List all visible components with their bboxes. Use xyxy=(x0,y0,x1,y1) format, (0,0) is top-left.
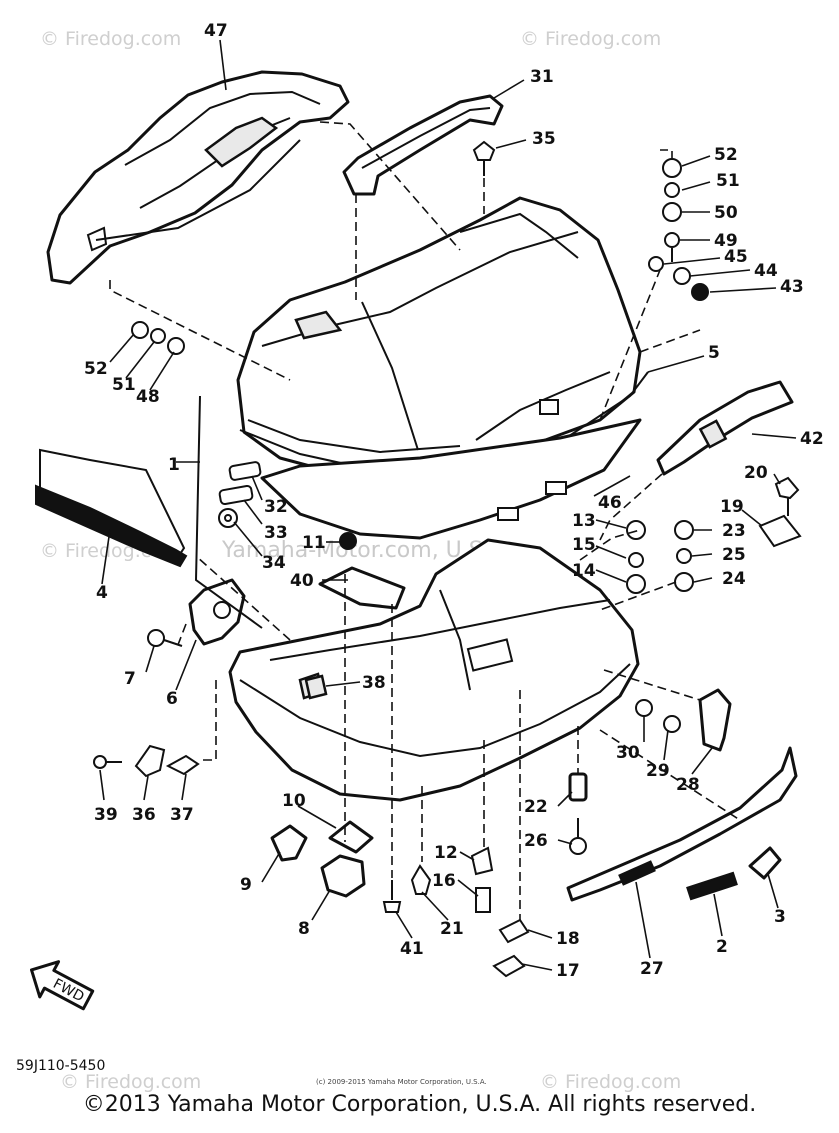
part-4-trim xyxy=(35,448,188,568)
callout-44: 44 xyxy=(754,261,778,281)
callout-leaders xyxy=(99,39,797,971)
parts-2-3 xyxy=(686,846,782,901)
callout-26: 26 xyxy=(524,831,548,851)
callout-18: 18 xyxy=(556,929,580,949)
left-lower-hardware xyxy=(93,744,200,778)
part-11-grommet xyxy=(339,532,357,550)
callout-43: 43 xyxy=(780,277,804,297)
callout-24: 24 xyxy=(722,569,746,589)
part-1-bracket xyxy=(194,395,263,629)
callout-7: 7 xyxy=(124,669,136,689)
callout-32: 32 xyxy=(264,497,288,517)
callout-9: 9 xyxy=(240,875,252,895)
callout-13: 13 xyxy=(572,511,596,531)
right-lower-fasteners xyxy=(568,772,588,855)
callout-48: 48 xyxy=(136,387,160,407)
part-47-grip xyxy=(46,70,350,285)
copyright-footer: ©2013 Yamaha Motor Corporation, U.S.A. A… xyxy=(82,1092,757,1117)
part-19-20-plate-bolt xyxy=(758,476,802,548)
callout-23: 23 xyxy=(722,521,746,541)
assembly-lines xyxy=(109,121,741,920)
callout-16: 16 xyxy=(432,871,456,891)
callout-1: 1 xyxy=(168,455,180,475)
callout-35: 35 xyxy=(532,129,556,149)
callout-11: 11 xyxy=(302,533,326,553)
small-hardware-left xyxy=(218,461,262,528)
part-38-bumper xyxy=(304,674,328,700)
part-40-plate xyxy=(318,566,406,610)
callout-40: 40 xyxy=(290,571,314,591)
callout-42: 42 xyxy=(800,429,824,449)
callout-28: 28 xyxy=(676,775,700,795)
callout-21: 21 xyxy=(440,919,464,939)
left-fasteners xyxy=(131,321,185,355)
callout-52b: 52 xyxy=(84,359,108,379)
callout-labels: 47 31 35 52 51 50 49 45 44 43 5 42 52 51… xyxy=(84,21,824,981)
callout-49: 49 xyxy=(714,231,738,251)
lower-latch-assembly xyxy=(270,820,374,898)
callout-33: 33 xyxy=(264,523,288,543)
callout-46: 46 xyxy=(598,493,622,513)
callout-6: 6 xyxy=(166,689,178,709)
fine-print: (c) 2009-2015 Yamaha Motor Corporation, … xyxy=(316,1078,487,1086)
callout-51: 51 xyxy=(716,171,740,191)
small-hardware-right xyxy=(626,520,694,594)
callout-30: 30 xyxy=(616,743,640,763)
callout-51b: 51 xyxy=(112,375,136,395)
part-46-inner-panel xyxy=(260,418,642,540)
watermark-top-left: © Firedog.com xyxy=(40,28,181,50)
callout-2: 2 xyxy=(716,937,728,957)
callout-12: 12 xyxy=(434,843,458,863)
callout-52a: 52 xyxy=(714,145,738,165)
callout-39: 39 xyxy=(94,805,118,825)
callout-37: 37 xyxy=(170,805,194,825)
top-right-fasteners xyxy=(648,158,709,301)
callout-31: 31 xyxy=(530,67,554,87)
watermark-bottom-left: © Firedog.com xyxy=(60,1071,201,1093)
callout-29: 29 xyxy=(646,761,670,781)
part-7-screw xyxy=(147,629,183,647)
callout-34: 34 xyxy=(262,553,286,573)
callout-45: 45 xyxy=(724,247,748,267)
right-bracket-hardware xyxy=(635,688,732,752)
callout-14: 14 xyxy=(572,561,596,581)
callout-47: 47 xyxy=(204,21,228,41)
callout-4: 4 xyxy=(96,583,108,603)
callout-38: 38 xyxy=(362,673,386,693)
lower-center-hardware xyxy=(382,846,494,913)
callout-19: 19 xyxy=(720,497,744,517)
part-27-lower-trim xyxy=(566,746,798,902)
diagram-code: 59J110-5450 xyxy=(16,1058,105,1074)
parts-17-18 xyxy=(492,918,530,978)
callout-25: 25 xyxy=(722,545,746,565)
part-31-top-handle xyxy=(342,94,504,196)
callout-15: 15 xyxy=(572,535,596,555)
fwd-arrow: FWD xyxy=(30,960,95,1011)
callout-22: 22 xyxy=(524,797,548,817)
callout-10: 10 xyxy=(282,791,306,811)
watermark-bottom-right: © Firedog.com xyxy=(540,1071,681,1093)
callout-20: 20 xyxy=(744,463,768,483)
part-35-bolt xyxy=(472,140,496,176)
callout-50: 50 xyxy=(714,203,738,223)
callout-36: 36 xyxy=(132,805,156,825)
callout-41: 41 xyxy=(400,939,424,959)
callout-8: 8 xyxy=(298,919,310,939)
watermark-top-right: © Firedog.com xyxy=(520,28,661,50)
callout-5: 5 xyxy=(708,343,720,363)
case-lid xyxy=(236,196,642,478)
part-6-latch xyxy=(188,578,246,646)
callout-27: 27 xyxy=(640,959,664,979)
callout-17: 17 xyxy=(556,961,580,981)
callout-3: 3 xyxy=(774,907,786,927)
part-42-rail xyxy=(656,380,794,476)
